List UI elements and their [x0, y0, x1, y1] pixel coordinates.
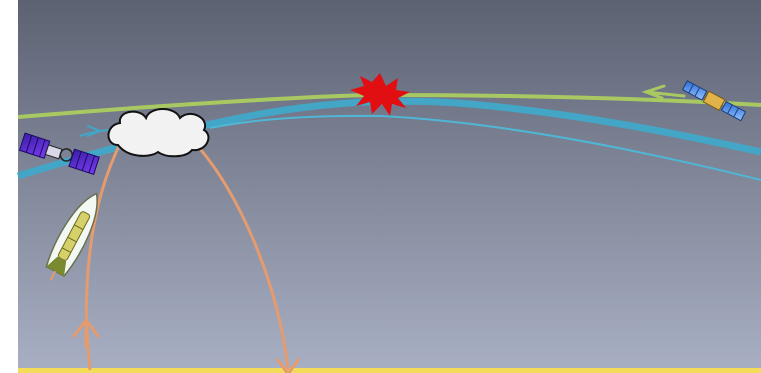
left-margin	[0, 0, 18, 373]
sky-background	[18, 0, 761, 373]
cloud-icon	[108, 109, 208, 156]
ground-line	[18, 368, 761, 373]
